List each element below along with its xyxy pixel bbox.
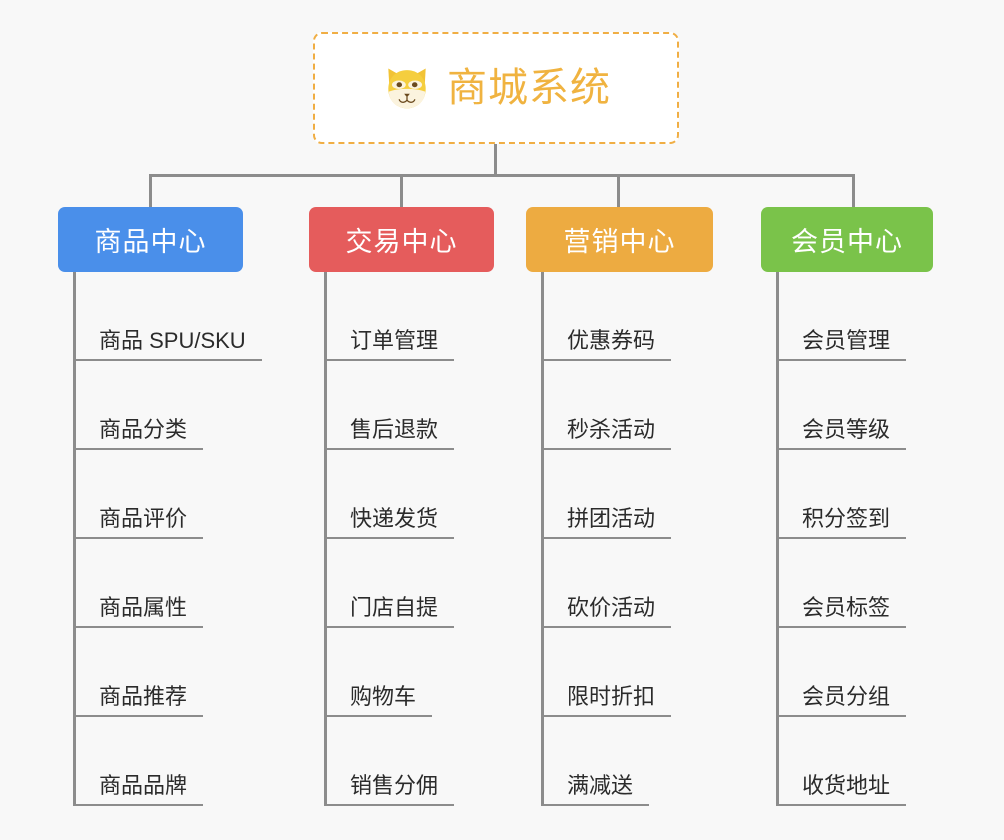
leaf-label: 门店自提: [350, 594, 439, 620]
leaf-item[interactable]: 砍价活动: [541, 539, 713, 628]
leaf-item[interactable]: 订单管理: [324, 272, 494, 361]
leaf-label: 商品品牌: [99, 772, 188, 798]
leaf-label: 拼团活动: [567, 505, 656, 531]
leaf-label: 砍价活动: [567, 594, 656, 620]
leaf-item[interactable]: 秒杀活动: [541, 361, 713, 450]
leaf-label: 会员等级: [802, 416, 891, 442]
leaf-item[interactable]: 积分签到: [776, 450, 933, 539]
leaf-item[interactable]: 售后退款: [324, 361, 494, 450]
branch-header-0[interactable]: 商品中心: [58, 207, 243, 272]
leaf-item[interactable]: 商品 SPU/SKU: [73, 272, 262, 361]
leaf-item[interactable]: 限时折扣: [541, 628, 713, 717]
leaf-item[interactable]: 拼团活动: [541, 450, 713, 539]
leaf-trunk-0: [73, 272, 76, 806]
leaf-label: 会员标签: [802, 594, 891, 620]
root-title: 商城系统: [447, 66, 611, 110]
leaf-item[interactable]: 优惠券码: [541, 272, 713, 361]
leaf-label: 积分签到: [802, 505, 891, 531]
leaf-label: 商品推荐: [99, 683, 188, 709]
root-node[interactable]: 商城系统: [313, 32, 679, 144]
connector-drop-2: [617, 174, 620, 209]
connector-drop-3: [852, 174, 855, 209]
leaf-item[interactable]: 销售分佣: [324, 717, 494, 806]
connector-drop-1: [400, 174, 403, 209]
branch-column-0: 商品中心 商品 SPU/SKU 商品分类 商品评价 商品属性 商品推荐 商品品牌: [58, 207, 262, 806]
branch-header-3[interactable]: 会员中心: [761, 207, 933, 272]
leaf-item[interactable]: 商品属性: [73, 539, 262, 628]
leaf-item[interactable]: 商品推荐: [73, 628, 262, 717]
leaf-label: 秒杀活动: [567, 416, 656, 442]
leaf-label: 订单管理: [350, 327, 439, 353]
leaf-label: 商品评价: [99, 505, 188, 531]
connector-drop-0: [149, 174, 152, 209]
leaf-label: 满减送: [567, 772, 634, 798]
leaf-item[interactable]: 商品品牌: [73, 717, 262, 806]
leaf-trunk-2: [541, 272, 544, 806]
leaf-item[interactable]: 会员标签: [776, 539, 933, 628]
leaf-label: 限时折扣: [567, 683, 656, 709]
leaf-label: 售后退款: [350, 416, 439, 442]
leaf-label: 商品属性: [99, 594, 188, 620]
branch-column-3: 会员中心 会员管理 会员等级 积分签到 会员标签 会员分组 收货地址: [761, 207, 933, 806]
leaf-item[interactable]: 商品分类: [73, 361, 262, 450]
leaf-label: 会员分组: [802, 683, 891, 709]
leaf-label: 销售分佣: [350, 772, 439, 798]
leaf-label: 会员管理: [802, 327, 891, 353]
leaf-list-2: 优惠券码 秒杀活动 拼团活动 砍价活动 限时折扣 满减送: [526, 272, 713, 806]
branch-header-label-3: 会员中心: [791, 227, 903, 257]
branch-column-2: 营销中心 优惠券码 秒杀活动 拼团活动 砍价活动 限时折扣 满减送: [526, 207, 713, 806]
leaf-label: 优惠券码: [567, 327, 656, 353]
leaf-list-0: 商品 SPU/SKU 商品分类 商品评价 商品属性 商品推荐 商品品牌: [58, 272, 262, 806]
leaf-label: 商品分类: [99, 416, 188, 442]
leaf-item[interactable]: 收货地址: [776, 717, 933, 806]
leaf-item[interactable]: 会员管理: [776, 272, 933, 361]
branch-header-1[interactable]: 交易中心: [309, 207, 494, 272]
leaf-trunk-3: [776, 272, 779, 806]
leaf-list-3: 会员管理 会员等级 积分签到 会员标签 会员分组 收货地址: [761, 272, 933, 806]
branch-header-label-0: 商品中心: [94, 227, 207, 257]
connector-root-stem: [494, 144, 497, 177]
connector-bus-bar: [149, 174, 855, 177]
branch-header-label-1: 交易中心: [345, 227, 458, 257]
leaf-item[interactable]: 满减送: [541, 717, 713, 806]
leaf-trunk-1: [324, 272, 327, 806]
leaf-label: 收货地址: [802, 772, 891, 798]
leaf-item[interactable]: 快递发货: [324, 450, 494, 539]
branch-header-2[interactable]: 营销中心: [526, 207, 713, 272]
leaf-label: 快递发货: [350, 505, 439, 531]
leaf-item[interactable]: 商品评价: [73, 450, 262, 539]
leaf-item[interactable]: 门店自提: [324, 539, 494, 628]
leaf-label: 商品 SPU/SKU: [99, 327, 246, 353]
branch-column-1: 交易中心 订单管理 售后退款 快递发货 门店自提 购物车 销售分佣: [309, 207, 494, 806]
branch-header-label-2: 营销中心: [563, 227, 676, 257]
leaf-item[interactable]: 购物车: [324, 628, 494, 717]
leaf-item[interactable]: 会员分组: [776, 628, 933, 717]
leaf-item[interactable]: 会员等级: [776, 361, 933, 450]
shiba-dog-face-icon: [381, 62, 433, 114]
leaf-list-1: 订单管理 售后退款 快递发货 门店自提 购物车 销售分佣: [309, 272, 494, 806]
leaf-label: 购物车: [350, 683, 417, 709]
